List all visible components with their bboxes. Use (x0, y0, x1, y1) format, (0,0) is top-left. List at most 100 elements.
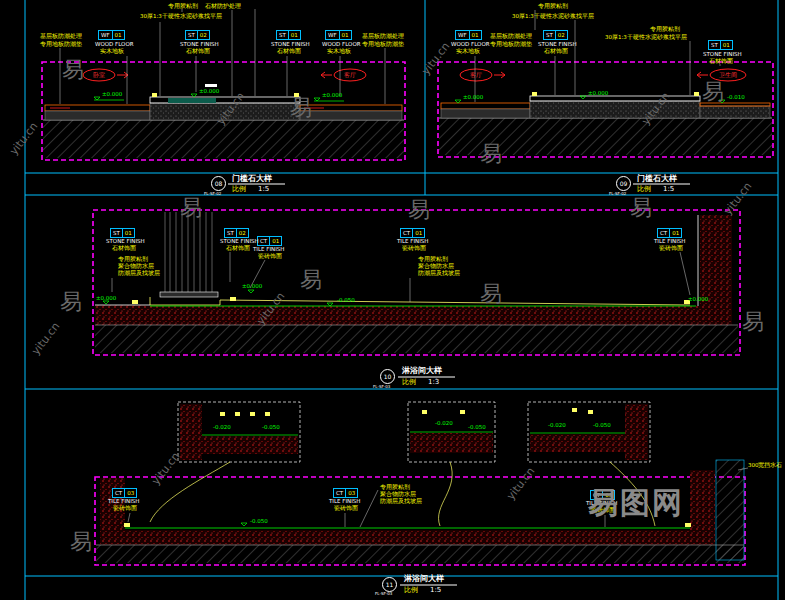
tag-code: ST (111, 229, 122, 237)
note-text: 专用胶粘剂 (168, 3, 198, 9)
note-text: 专用胶粘剂 (380, 484, 410, 490)
material-name: TILE FINISH (654, 238, 685, 244)
watermark: yitu.cn (722, 181, 755, 218)
note-text: 实木地板 (100, 48, 124, 54)
tag-number: 03 (124, 489, 136, 497)
elevation-mark: -0.050 (593, 422, 611, 428)
elevation-mark: -0.050 (468, 424, 486, 430)
note-text: 瓷砖饰面 (334, 505, 358, 511)
watermark: 易 (630, 196, 652, 220)
elevation-mark: ±0.000 (463, 94, 483, 100)
scale-value: 1:5 (663, 186, 674, 194)
detail-number-circle: 08 (211, 176, 226, 191)
watermark: 易 (702, 80, 724, 104)
note-text: 基层板防潮处理 (362, 33, 404, 39)
detail-boundary (42, 62, 773, 565)
elevation-mark: ±0.000 (102, 91, 122, 97)
detail-number-circle: 11 (382, 577, 397, 592)
tag-code: CT (113, 489, 124, 497)
note-text: 瓷砖饰面 (258, 253, 282, 259)
detail-title: 淋浴间大样 (402, 367, 442, 376)
tag-number: 01 (288, 31, 300, 39)
tag-code: CT (258, 237, 269, 245)
elevation-mark: ±0.000 (96, 295, 116, 301)
tag-code: WF (99, 31, 112, 39)
tag-number: 01 (720, 41, 732, 49)
tag-code: ST (186, 31, 197, 39)
material-tag: CT01 (257, 236, 282, 246)
material-name: STONE FINISH (271, 41, 310, 47)
note-text: 石材饰面 (277, 48, 301, 54)
note-text: 专用地板防潮垫 (490, 41, 532, 47)
tag-code: WF (326, 31, 339, 39)
note-text: 实木地板 (327, 48, 351, 54)
sheet-frame (25, 0, 778, 600)
elevation-mark: ±0.000 (322, 92, 342, 98)
tag-number: 03 (345, 489, 357, 497)
note-text: 专用胶粘剂 (118, 256, 148, 262)
material-tag: WF01 (98, 30, 125, 40)
tag-code: 08 (215, 180, 223, 187)
note-text: 聚合物防水层 (118, 263, 154, 269)
detail-title: 淋浴间大样 (404, 575, 444, 584)
material-name: TILE FINISH (397, 238, 428, 244)
elevation-mark: -0.020 (435, 420, 453, 426)
note-text: 瓷砖饰面 (402, 245, 426, 251)
tag-code: ST (277, 31, 288, 39)
note-text: 防潮层及找坡层 (118, 270, 160, 276)
note-text: 石材饰面 (226, 245, 250, 251)
material-name: TILE FINISH (108, 498, 139, 504)
elevation-mark: -0.050 (250, 518, 268, 524)
note-text: 聚合物防水层 (418, 263, 454, 269)
note-text: 30厚1:3干硬性水泥砂浆找平层 (140, 13, 222, 19)
note-text: 基层板防潮处理 (40, 33, 82, 39)
watermark: 易 (300, 268, 322, 292)
room-name: 客厅 (344, 72, 356, 79)
elevation-mark: -0.050 (337, 297, 355, 303)
sheet-code: FL-SF-03 (373, 385, 390, 389)
detail-title: 门槛石大样 (232, 175, 272, 184)
elevation-mark: ±0.000 (688, 296, 708, 302)
note-text: 瓷砖饰面 (113, 505, 137, 511)
note-text: 专用胶粘剂 (650, 26, 680, 32)
watermark: 易图网 (588, 486, 684, 519)
tag-number: 01 (412, 229, 424, 237)
material-tag: CT03 (333, 488, 358, 498)
elevation-mark: ±0.000 (199, 88, 219, 94)
tag-code: ST (709, 41, 720, 49)
tag-number: 01 (469, 31, 481, 39)
elevation-mark: ±0.000 (588, 90, 608, 96)
watermark: yitu.cn (8, 121, 41, 158)
note-text: 30厚1:3干硬性水泥砂浆找平层 (605, 34, 687, 40)
material-tag: CT03 (112, 488, 137, 498)
note-text: 石材防护处理 (205, 3, 241, 9)
material-tag: CT01 (400, 228, 425, 238)
threshold-detail-09 (439, 10, 772, 155)
elevation-mark: -0.020 (548, 422, 566, 428)
elevation-mark: ±0.000 (242, 283, 262, 289)
room-name: 客厅 (470, 72, 482, 79)
tag-code: 11 (386, 581, 394, 588)
tag-number: 01 (269, 237, 281, 245)
tag-number: 02 (555, 31, 567, 39)
note-text: 石材饰面 (709, 58, 733, 64)
watermark: 易 (70, 530, 92, 554)
note-text: 30厚1:3干硬性水泥砂浆找平层 (512, 13, 594, 19)
threshold-detail-08 (43, 9, 404, 158)
note-text: 专用胶粘剂 (538, 3, 568, 9)
detail-title: 门槛石大样 (637, 175, 677, 184)
watermark: 易 (180, 196, 202, 220)
material-tag: ST01 (708, 40, 733, 50)
note-text: 防潮层及找坡层 (418, 270, 460, 276)
material-tag: ST01 (276, 30, 301, 40)
material-name: TILE FINISH (329, 498, 360, 504)
elevation-mark: -0.010 (727, 94, 745, 100)
elevation-mark: -0.020 (213, 424, 231, 430)
material-tag: ST02 (543, 30, 568, 40)
note-text: 石材饰面 (112, 245, 136, 251)
tag-code: 09 (620, 180, 628, 187)
sheet-code: FL-SF-02 (609, 192, 626, 196)
material-tag: WF01 (325, 30, 352, 40)
watermark: 易 (480, 142, 502, 166)
